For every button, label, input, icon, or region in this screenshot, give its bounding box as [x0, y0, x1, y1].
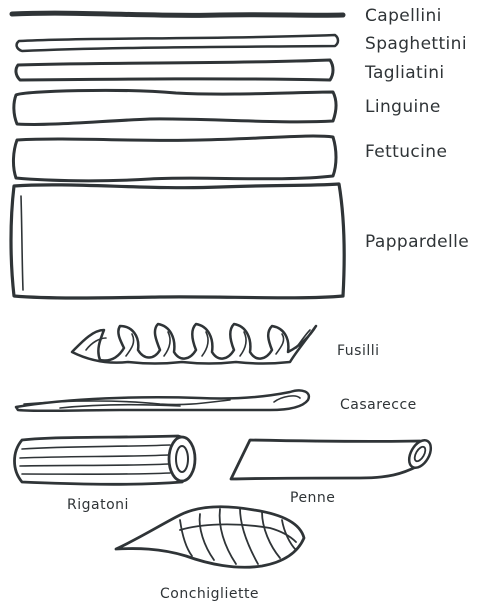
rigatoni-shape — [15, 436, 196, 484]
linguine-label: Linguine — [365, 99, 441, 116]
pappardelle-shape — [11, 184, 344, 298]
conchigliette-shape — [116, 507, 304, 568]
casarecce-shape — [16, 390, 309, 410]
conchigliette-label: Conchigliette — [160, 587, 259, 601]
fusilli-label: Fusilli — [337, 344, 380, 358]
capellini-shape — [12, 13, 343, 15]
penne-label: Penne — [290, 491, 335, 505]
spaghettini-shape — [17, 35, 338, 51]
pappardelle-inner-line — [21, 196, 23, 290]
spaghettini-label: Spaghettini — [365, 36, 467, 53]
rigatoni-label: Rigatoni — [67, 498, 129, 512]
fettucine-label: Fettucine — [365, 144, 447, 161]
capellini-label: Capellini — [365, 8, 442, 25]
casarecce-label: Casarecce — [340, 398, 417, 412]
pappardelle-label: Pappardelle — [365, 234, 469, 251]
tagliatini-shape — [16, 60, 333, 80]
penne-shape — [231, 437, 435, 479]
fusilli-shape — [72, 324, 316, 364]
fettucine-shape — [13, 136, 336, 181]
tagliatini-label: Tagliatini — [365, 65, 445, 82]
linguine-shape — [14, 90, 336, 124]
